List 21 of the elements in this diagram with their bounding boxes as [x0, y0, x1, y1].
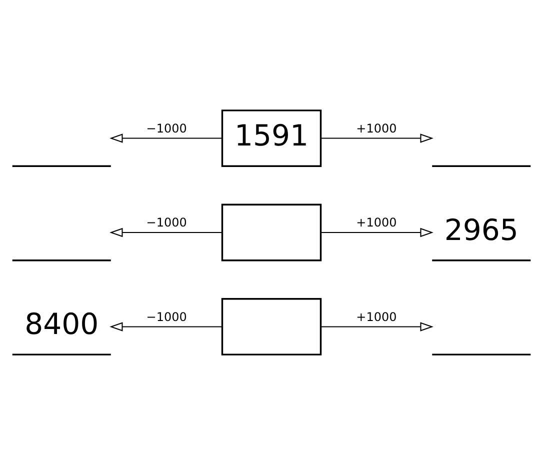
edge-label: +1000 [356, 215, 397, 230]
edge-label: −1000 [146, 215, 187, 230]
arrow [110, 133, 222, 142]
arrow [110, 227, 222, 237]
edge-label: +1000 [356, 120, 397, 135]
node-line [432, 353, 531, 355]
node-line [12, 164, 111, 166]
arrow [110, 322, 222, 331]
arrow [320, 322, 434, 331]
edge-label: −1000 [146, 309, 187, 324]
node-text: 2965 [444, 212, 518, 246]
arrow [320, 227, 434, 237]
node-box [221, 203, 322, 261]
node-line [12, 258, 111, 261]
node-text: 8400 [24, 306, 99, 341]
node-line [432, 164, 531, 166]
arrow [320, 133, 434, 142]
edge-label: +1000 [356, 309, 397, 324]
edge-label: −1000 [146, 120, 187, 135]
node-box: 1591 [221, 109, 322, 166]
node-box [221, 298, 322, 355]
